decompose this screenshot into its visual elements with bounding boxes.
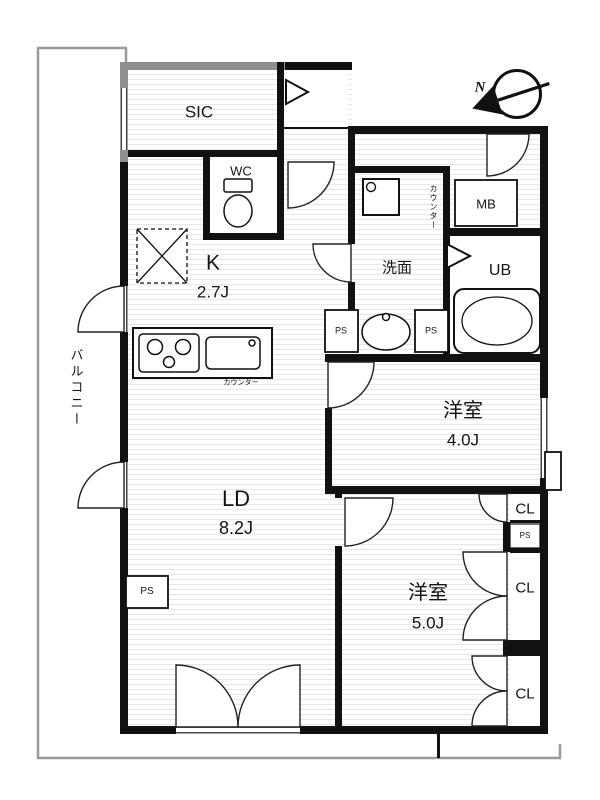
ps-box-washroom-left [324,309,359,353]
ps-label-washroom-right: PS [424,325,438,336]
washroom-label: 洗面 [381,259,413,277]
ps-label-living: PS [140,586,154,597]
closet1-label: CL [515,500,535,518]
toilet-icon [223,178,253,228]
ub-label: UB [488,262,512,279]
closet2-label: CL [515,579,535,597]
window-arc-balcony-2 [77,461,125,509]
bedroom1-label: 洋室 [443,400,483,422]
duct-box [544,451,562,491]
kitchen-counter-label: カウンター [223,379,259,387]
kitchen-sink-icon [205,336,261,370]
mb-box [454,179,518,227]
closet3-label: CL [515,685,535,703]
bath-door-icon [446,242,473,270]
entrance-arrow-icon [282,74,311,110]
outside-mask-right [548,44,600,744]
balcony-label: バルコニー [68,348,84,428]
ps-box-closet [509,523,541,549]
door-arc-hall [486,133,530,177]
living-size-label: 8.2J [218,518,254,538]
north-arrow-icon [472,69,550,119]
door-arcs [77,133,530,728]
door-arc-bedroom2 [344,497,394,547]
bathtub-icon [453,288,541,354]
balcony-outline [36,46,562,760]
door-arc-closet1 [478,493,508,523]
door-arc-entrance [287,161,335,209]
door-arc-ld-right [237,664,301,728]
door-arc-washroom [312,243,352,283]
ps-box-washroom-right [414,309,449,353]
door-arc-closet3-b [471,690,508,727]
stove-icon [138,333,200,373]
sic-label: SIC [184,102,214,122]
kitchen-label: K [205,251,221,275]
fixtures [125,74,562,609]
window-arc-balcony-1 [77,285,125,333]
vanity-sink-icon [361,312,411,351]
bedroom2-label: 洋室 [408,582,448,604]
washer-pan-icon [362,178,400,216]
wc-label: WC [230,163,252,179]
door-arc-closet2-b [462,595,508,641]
ps-box-living [125,575,169,609]
washroom-counter-label: カウンター [429,184,438,230]
ps-label-washroom-left: PS [334,325,348,336]
ps-label-closet: PS [519,531,531,540]
bedroom1-size-label: 4.0J [446,430,480,450]
bedroom2-size-label: 5.0J [411,613,445,633]
door-arc-bedroom1 [327,361,375,409]
kitchen-size-label: 2.7J [196,282,230,302]
mb-label: MB [476,196,496,212]
north-label: N [474,79,486,96]
refrigerator-space-icon [136,228,188,284]
living-label: LD [221,486,251,511]
door-arc-ld-left [175,664,239,728]
